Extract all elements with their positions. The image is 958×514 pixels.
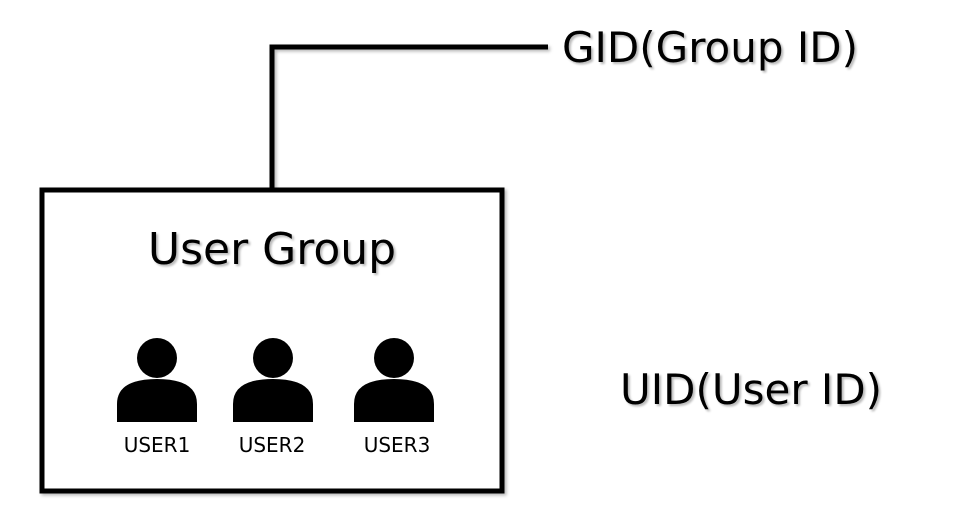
user2-icon [233,338,313,422]
user3-icon [354,338,434,422]
uid-label: UID(User ID) [620,365,883,414]
gid-label: GID(Group ID) [562,23,858,72]
user1-icon [117,338,197,422]
user-group-title: User Group [147,224,397,275]
user2-label: USER2 [238,433,306,457]
gid-connector-line [269,44,548,213]
user3-label: USER3 [363,433,431,457]
user1-label: USER1 [123,433,191,457]
